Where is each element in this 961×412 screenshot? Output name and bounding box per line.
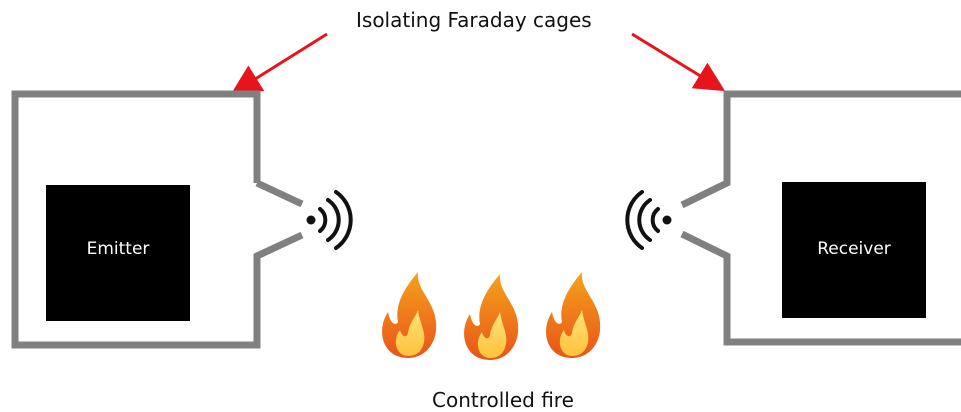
wifi-signal-right-icon xyxy=(306,190,353,250)
arrow-to-receiver-cage xyxy=(631,32,726,92)
wifi-signal-left-icon xyxy=(625,190,672,250)
emitter-faraday-cage xyxy=(11,90,304,349)
emitter-cage-upper-flap xyxy=(255,179,304,208)
flame-icon xyxy=(382,272,437,358)
emitter-label: Emitter xyxy=(86,239,150,259)
emitter-box xyxy=(46,185,190,321)
receiver-faraday-cage xyxy=(680,90,961,209)
flame-icon xyxy=(464,274,519,360)
receiver-cage-lower xyxy=(680,230,961,346)
receiver-label: Receiver xyxy=(817,239,891,259)
receiver-box xyxy=(782,182,926,318)
cage-annotation-title: Isolating Faraday cages xyxy=(356,8,592,32)
arrow-to-emitter-cage xyxy=(230,32,328,95)
fire-caption: Controlled fire xyxy=(432,388,574,412)
flame-icon xyxy=(546,272,601,358)
